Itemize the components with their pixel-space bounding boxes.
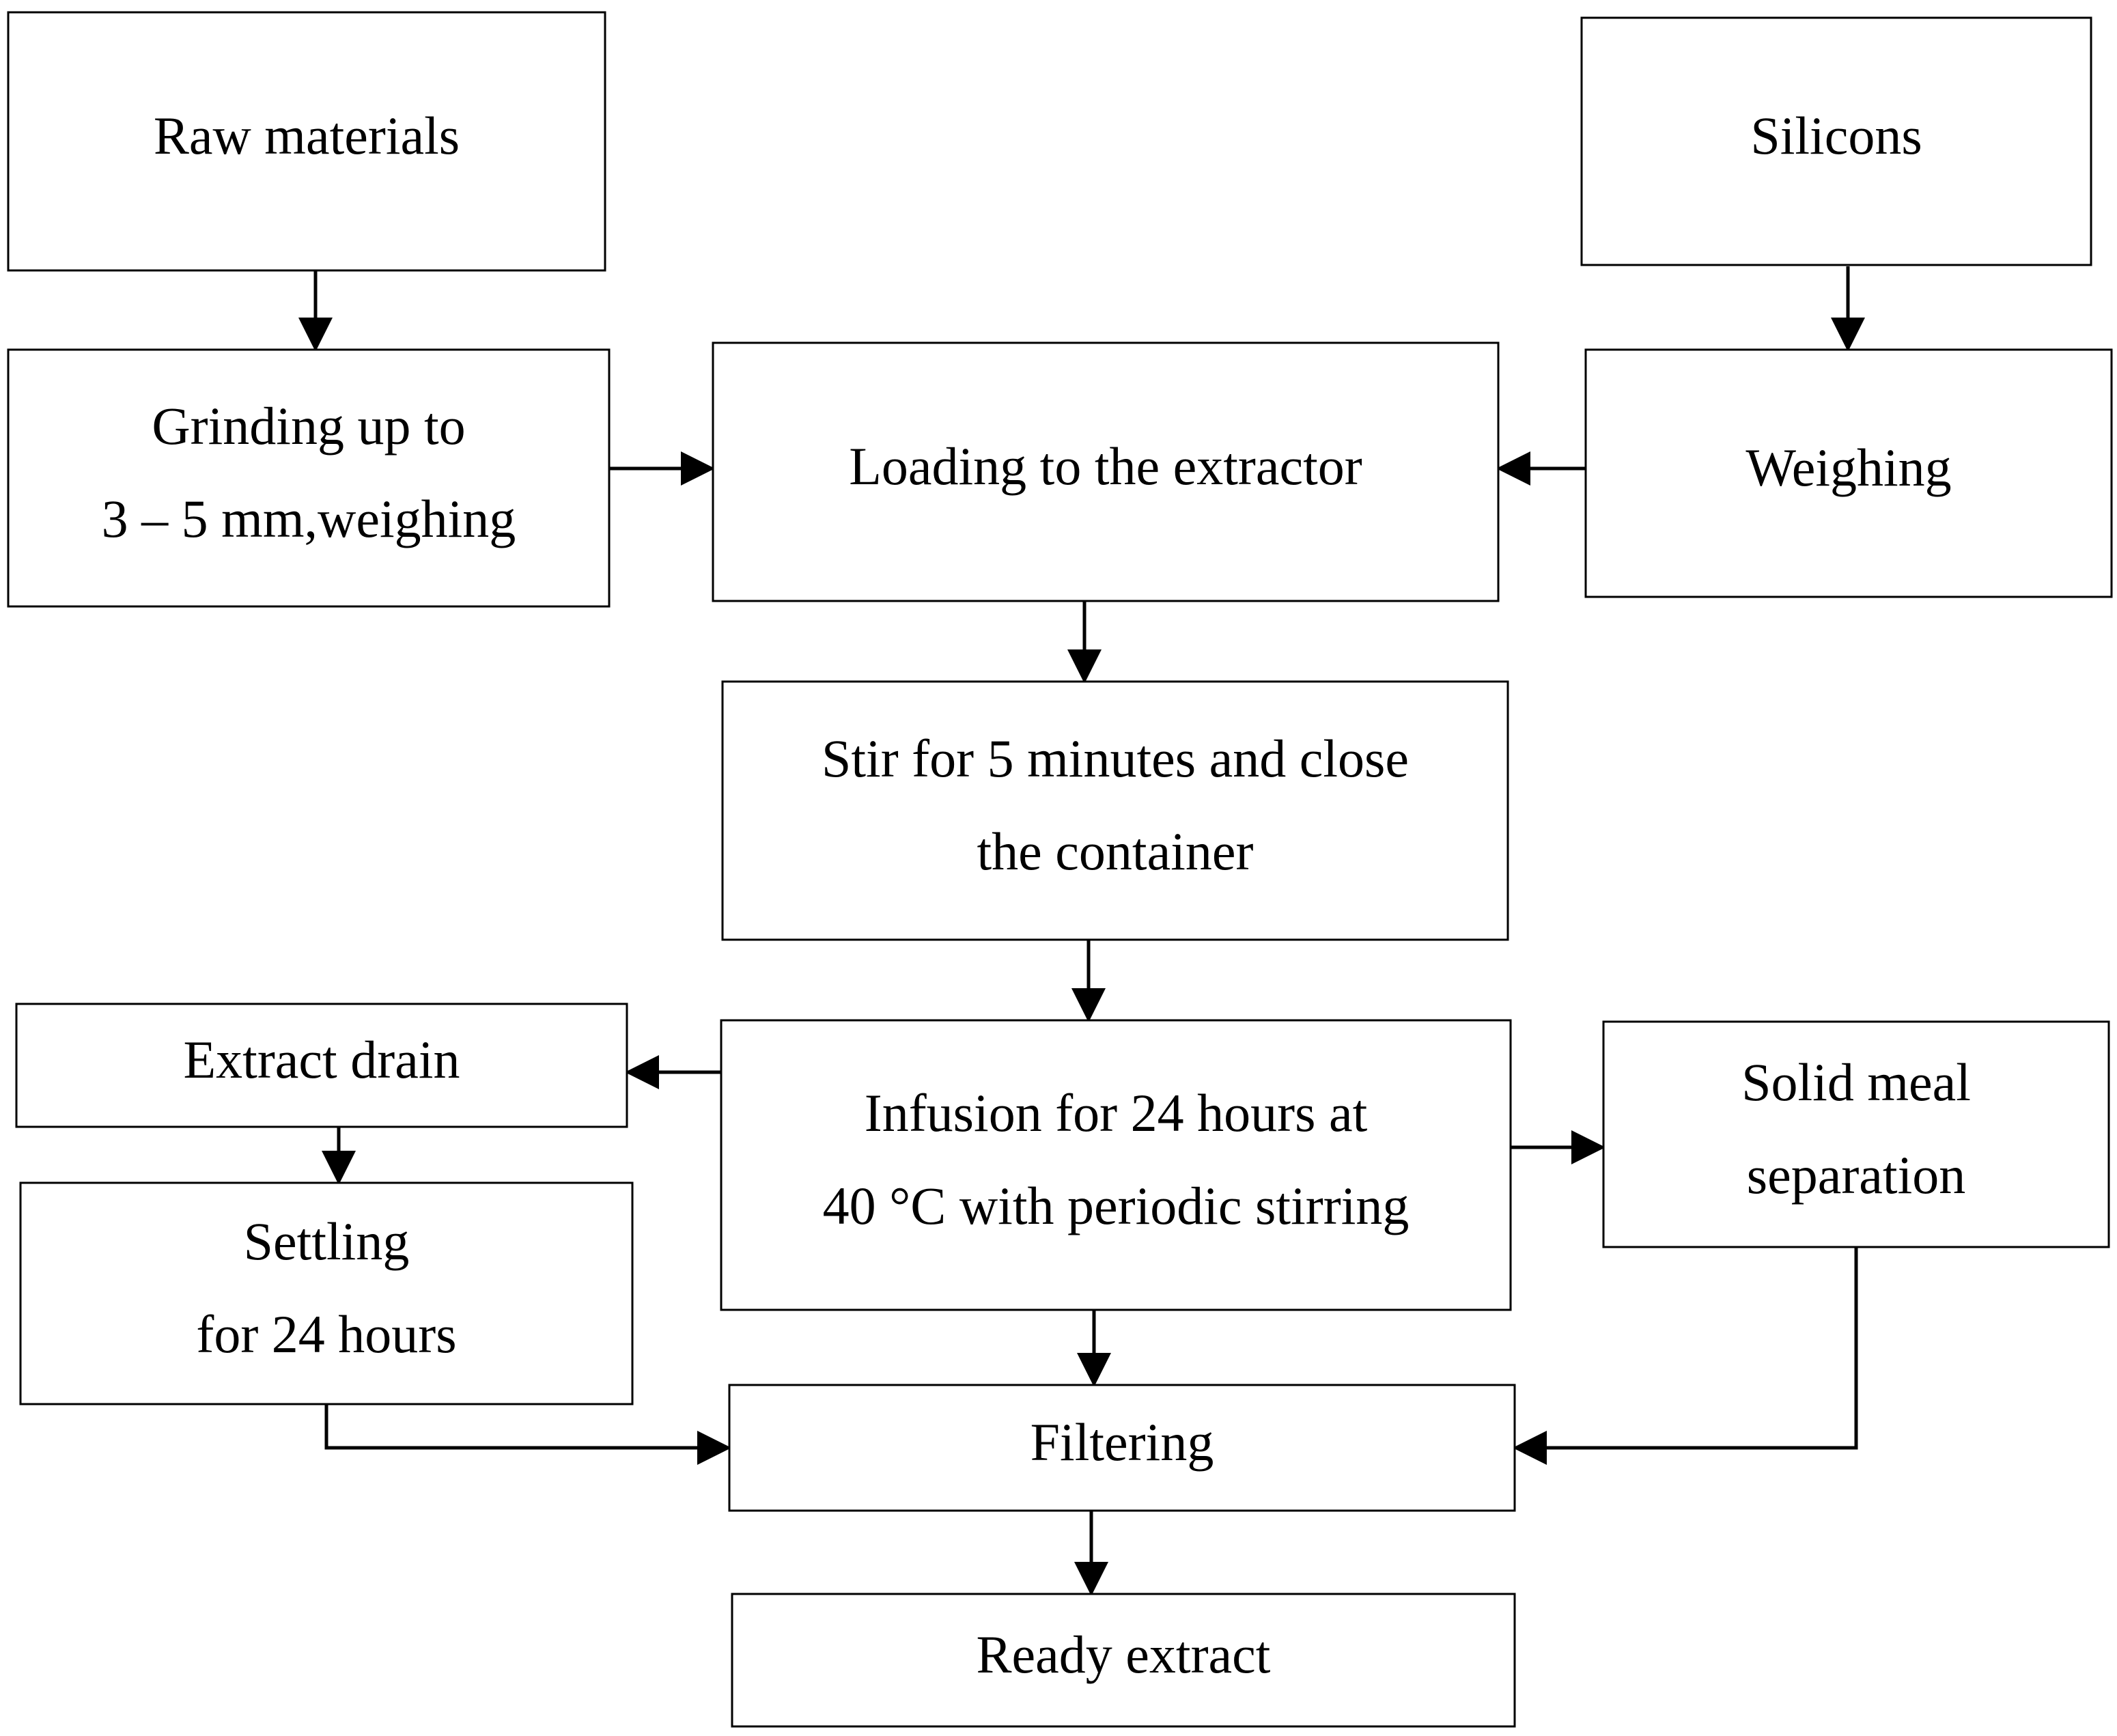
node-box: [7, 11, 606, 272]
node-label: Grinding up to: [152, 396, 465, 456]
node-box: [7, 348, 611, 608]
node-label: the container: [977, 822, 1254, 881]
node-silicons: Silicons: [1580, 16, 2092, 266]
node-label: Raw materials: [154, 106, 460, 165]
node-infusion: Infusion for 24 hours at 40 °C with perio…: [720, 1019, 1512, 1311]
node-label: separation: [1747, 1145, 1966, 1205]
node-box: [15, 1003, 628, 1128]
node-label: Settling: [244, 1212, 410, 1271]
node-extract-drain: Extract drain: [15, 1003, 628, 1128]
node-label: Ready extract: [977, 1625, 1271, 1684]
node-settling: Settling for 24 hours: [19, 1181, 634, 1405]
node-stir: Stir for 5 minutes and close the containe…: [721, 680, 1509, 941]
node-box: [712, 341, 1500, 602]
node-weighing: Weighing: [1584, 348, 2113, 598]
node-ready-extract: Ready extract: [731, 1593, 1516, 1728]
node-label: Solid meal: [1741, 1052, 1971, 1112]
arrow-solid-meal-to-filtering: [1513, 1247, 1858, 1465]
node-label: Stir for 5 minutes and close: [822, 729, 1409, 788]
node-box: [1580, 16, 2092, 266]
node-label: Silicons: [1750, 106, 1922, 165]
node-box: [731, 1593, 1516, 1728]
node-box: [19, 1181, 634, 1405]
node-label: 3 – 5 mm,weighing: [102, 489, 516, 548]
node-box: [721, 680, 1509, 941]
node-filtering: Filtering: [728, 1384, 1516, 1512]
node-raw-materials: Raw materials: [7, 11, 606, 272]
arrow-settling-to-filtering: [324, 1404, 731, 1465]
node-box: [720, 1019, 1512, 1311]
node-label: Extract drain: [184, 1030, 460, 1089]
node-loading: Loading to the extractor: [712, 341, 1500, 602]
node-box: [728, 1384, 1516, 1512]
node-label: Filtering: [1031, 1412, 1214, 1472]
node-label: Loading to the extractor: [849, 436, 1362, 496]
node-label: for 24 hours: [196, 1304, 456, 1364]
connector-layer: [298, 266, 1865, 1596]
node-box: [1584, 348, 2113, 598]
node-label: Infusion for 24 hours at: [865, 1083, 1368, 1143]
node-label: Weighing: [1746, 438, 1951, 497]
node-solid-meal: Solid meal separation: [1602, 1020, 2110, 1248]
node-box: [1602, 1020, 2110, 1248]
node-grinding: Grinding up to 3 – 5 mm,weighing: [7, 348, 611, 608]
node-label: 40 °C with periodic stirring: [823, 1176, 1410, 1235]
